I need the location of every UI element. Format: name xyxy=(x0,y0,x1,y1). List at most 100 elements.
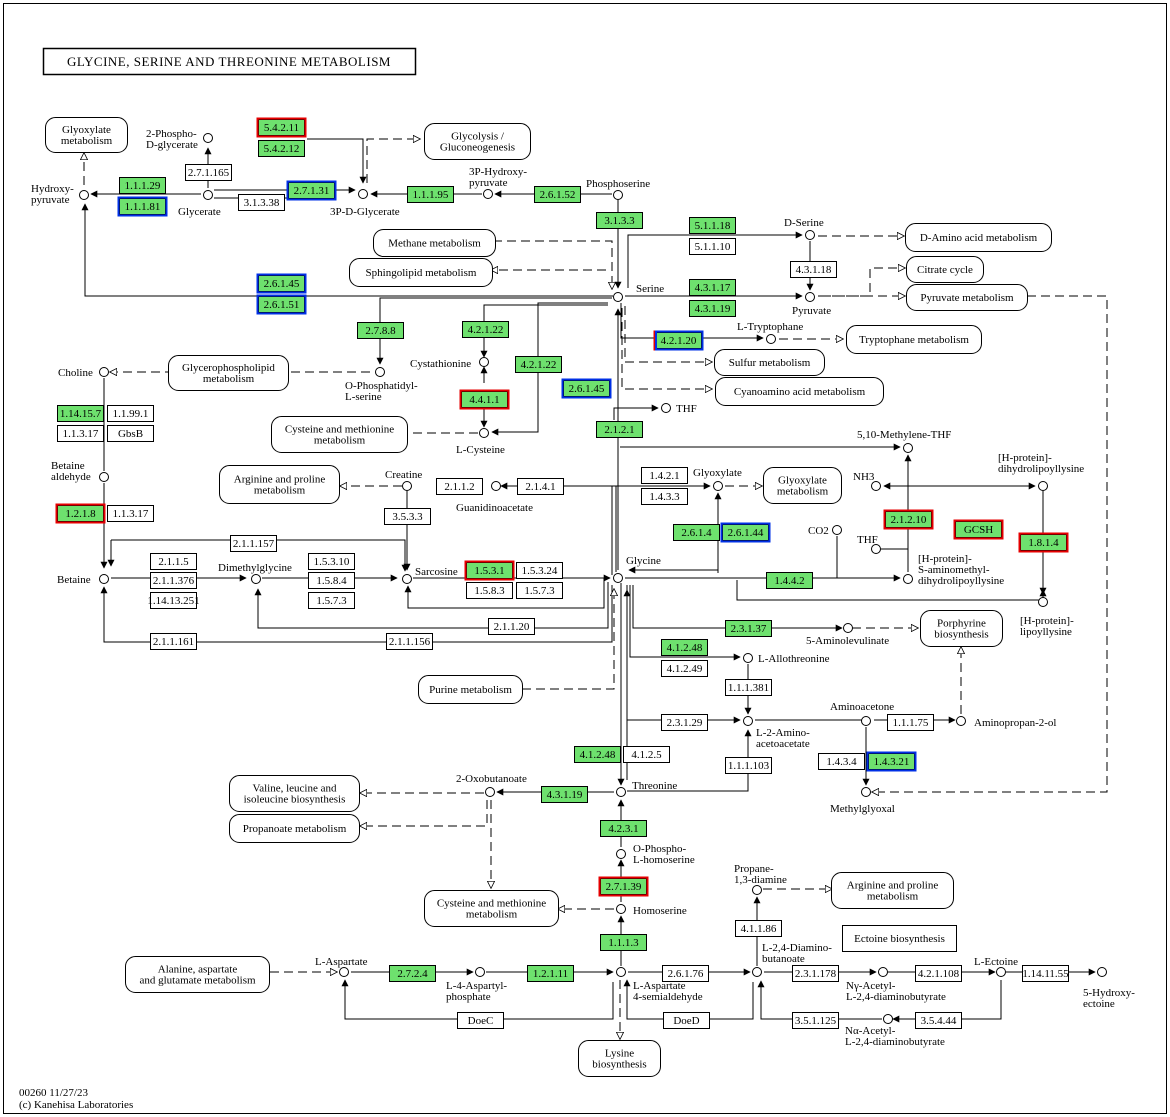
compound[interactable]: Aminoacetone xyxy=(830,701,894,726)
compound[interactable]: Threonine xyxy=(616,780,678,797)
map-link[interactable]: Ectoine biosynthesis xyxy=(842,925,957,952)
enzyme-box[interactable]: 1.5.3.24 xyxy=(516,562,563,579)
enzyme-box[interactable]: 2.1.1.157 xyxy=(230,535,277,552)
enzyme-box[interactable]: 2.7.1.39 xyxy=(598,876,649,897)
enzyme-box[interactable]: 4.1.2.5 xyxy=(623,746,670,763)
compound[interactable]: Phosphoserine xyxy=(586,178,650,200)
enzyme-box[interactable]: 2.7.1.165 xyxy=(185,164,232,181)
compound[interactable]: Cystathionine xyxy=(410,357,489,371)
map-link[interactable]: Methane metabolism xyxy=(373,229,496,257)
enzyme-box[interactable]: 2.1.2.10 xyxy=(883,509,934,530)
enzyme-box[interactable]: 4.1.1.86 xyxy=(735,920,782,937)
compound[interactable]: Choline xyxy=(58,367,109,379)
compound[interactable]: 5-Hydroxy-ectoine xyxy=(1083,967,1135,1011)
compound[interactable]: L-Ectoine xyxy=(974,956,1018,977)
compound[interactable]: Glycine xyxy=(613,555,661,583)
compound[interactable]: L-Tryptophane xyxy=(737,321,803,344)
enzyme-box[interactable]: 1.4.3.21 xyxy=(866,751,917,772)
enzyme-box[interactable]: 2.7.1.31 xyxy=(286,180,337,201)
compound[interactable]: THF xyxy=(857,534,881,554)
map-link[interactable]: Citrate cycle xyxy=(906,256,984,283)
enzyme-box[interactable]: 1.5.7.3 xyxy=(516,582,563,599)
enzyme-box[interactable]: 2.1.1.376 xyxy=(150,572,197,589)
compound[interactable]: L-Aspartate xyxy=(315,956,368,977)
compound[interactable]: O-Phospho-L-homoserine xyxy=(616,843,695,866)
map-link[interactable]: D-Amino acid metabolism xyxy=(905,223,1052,252)
enzyme-box[interactable]: 2.6.1.44 xyxy=(720,522,771,543)
map-link[interactable]: Glycolysis /Gluconeogenesis xyxy=(424,123,531,160)
enzyme-box[interactable]: DoeC xyxy=(457,1012,504,1029)
enzyme-box[interactable]: 1.14.13.251 xyxy=(147,592,200,609)
enzyme-box[interactable]: 1.2.1.11 xyxy=(527,965,574,982)
enzyme-box[interactable]: 1.1.1.29 xyxy=(119,177,166,194)
enzyme-box[interactable]: 3.5.1.125 xyxy=(792,1012,839,1029)
enzyme-box[interactable]: 4.1.2.48 xyxy=(661,639,708,656)
enzyme-box[interactable]: GCSH xyxy=(953,519,1004,540)
compound[interactable]: [H-protein]-lipoyllysine xyxy=(1020,597,1074,639)
enzyme-box[interactable]: 2.6.1.45 xyxy=(561,378,612,399)
enzyme-box[interactable]: 1.1.3.17 xyxy=(57,425,104,442)
enzyme-box[interactable]: 4.2.1.22 xyxy=(462,321,509,338)
enzyme-box[interactable]: 3.5.4.44 xyxy=(915,1012,962,1029)
enzyme-box[interactable]: 4.1.2.49 xyxy=(661,660,708,677)
compound[interactable]: NH3 xyxy=(853,471,881,491)
compound[interactable]: L-Allothreonine xyxy=(743,653,830,665)
compound[interactable]: Creatine xyxy=(385,469,422,491)
map-link[interactable]: Purine metabolism xyxy=(418,675,523,704)
compound[interactable]: THF xyxy=(661,403,697,415)
compound[interactable]: 2-Oxobutanoate xyxy=(456,773,527,797)
compound[interactable]: L-4-Aspartyl-phosphate xyxy=(446,967,507,1004)
enzyme-box[interactable]: 4.4.1.1 xyxy=(459,389,510,410)
enzyme-box[interactable]: 2.1.1.20 xyxy=(488,618,535,635)
enzyme-box[interactable]: 2.1.4.1 xyxy=(517,478,564,495)
enzyme-box[interactable]: 1.4.2.1 xyxy=(641,467,688,484)
compound[interactable]: L-2,4-Diamino-butanoate xyxy=(752,942,833,977)
enzyme-box[interactable]: 2.3.1.178 xyxy=(792,965,839,982)
enzyme-box[interactable]: 5.1.1.18 xyxy=(689,217,736,234)
compound[interactable]: Propane-1,3-diamine xyxy=(734,863,787,895)
compound[interactable]: Nγ-Acetyl-L-2,4-diaminobutyrate xyxy=(846,967,946,1004)
enzyme-box[interactable]: 4.3.1.18 xyxy=(790,261,837,278)
enzyme-box[interactable]: 4.2.3.1 xyxy=(600,820,647,837)
enzyme-box[interactable]: 1.4.3.3 xyxy=(641,488,688,505)
enzyme-box[interactable]: 5.4.2.11 xyxy=(256,117,307,138)
compound[interactable]: Nα-Acetyl-L-2,4-diaminobutyrate xyxy=(845,1014,945,1049)
enzyme-box[interactable]: 3.5.3.3 xyxy=(384,508,431,525)
enzyme-box[interactable]: 2.3.1.37 xyxy=(725,620,772,637)
enzyme-box[interactable]: 2.1.2.1 xyxy=(596,421,643,438)
enzyme-box[interactable]: 1.1.1.103 xyxy=(725,757,772,774)
enzyme-box[interactable]: 4.2.1.20 xyxy=(653,330,704,351)
enzyme-box[interactable]: 4.3.1.17 xyxy=(689,279,736,296)
enzyme-box[interactable]: 1.1.1.381 xyxy=(725,679,772,696)
compound[interactable]: D-Serine xyxy=(784,217,824,240)
enzyme-box[interactable]: 1.5.3.10 xyxy=(308,553,355,570)
enzyme-box[interactable]: GbsB xyxy=(107,425,154,442)
map-link[interactable]: Pyruvate metabolism xyxy=(906,284,1028,311)
map-link[interactable]: Sphingolipid metabolism xyxy=(349,258,493,287)
enzyme-box[interactable]: 5.4.2.12 xyxy=(258,140,305,157)
enzyme-box[interactable]: 1.5.3.1 xyxy=(464,560,515,581)
compound[interactable]: Dimethylglycine xyxy=(218,562,292,584)
enzyme-box[interactable]: 1.1.1.75 xyxy=(887,714,934,731)
enzyme-box[interactable]: 1.1.3.17 xyxy=(107,505,154,522)
compound[interactable]: [H-protein]-dihydrolipoyllysine xyxy=(998,452,1084,491)
enzyme-box[interactable]: DoeD xyxy=(663,1012,710,1029)
compound[interactable]: [H-protein]-S-aminomethyl-dihydrolipoyll… xyxy=(903,553,1005,587)
compound[interactable]: L-Cysteine xyxy=(456,428,505,457)
enzyme-box[interactable]: 4.2.1.108 xyxy=(915,965,962,982)
compound[interactable]: Sarcosine xyxy=(402,566,458,584)
enzyme-box[interactable]: 4.3.1.19 xyxy=(541,786,588,803)
enzyme-box[interactable]: 1.14.11.55 xyxy=(1022,965,1069,982)
compound[interactable]: 5,10-Methylene-THF xyxy=(857,429,951,453)
compound[interactable]: Pyruvate xyxy=(792,292,831,318)
enzyme-box[interactable]: 2.3.1.29 xyxy=(661,714,708,731)
enzyme-box[interactable]: 2.6.1.52 xyxy=(534,186,581,203)
enzyme-box[interactable]: 4.3.1.19 xyxy=(689,300,736,317)
